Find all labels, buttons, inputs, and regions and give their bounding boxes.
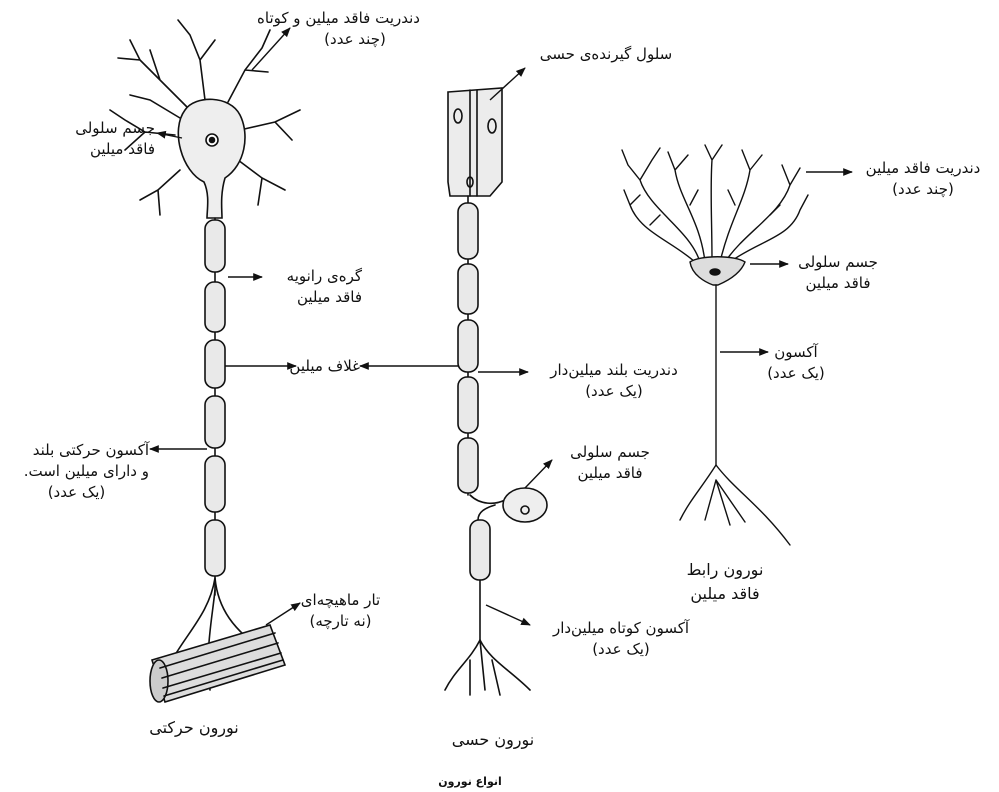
motor-neuron-title: نورون حرکتی [138, 718, 250, 737]
sensory-receptor-label: سلول گیرنده‌ی حسی [526, 44, 686, 65]
muscle-fiber [150, 625, 285, 702]
interneuron-cell-body-label: جسم سلولی فاقد میلین [788, 252, 888, 294]
motor-axon-label: آکسون حرکتی بلند و دارای میلین است. (یک … [4, 440, 149, 503]
muscle-fiber-label: تار ماهیچه‌ای (نه تارچه) [288, 590, 393, 632]
sensory-axon-label: آکسون کوتاه میلین‌دار (یک عدد) [530, 618, 712, 660]
motor-cell-body-label: جسم سلولی فاقد میلین [30, 118, 155, 160]
motor-dendrite-label: دندریت فاقد میلین و کوتاه (چند عدد) [290, 8, 420, 50]
sensory-dendrite-label: دندریت بلند میلین‌دار (یک عدد) [528, 360, 700, 402]
sensory-cell-body [503, 488, 547, 522]
interneuron-title-line1: نورون رابط [670, 558, 780, 582]
sensory-cell-body-label: جسم سلولی فاقد میلین [560, 442, 660, 484]
sensory-neuron-title: نورون حسی [438, 730, 548, 749]
interneuron-title-line2: فاقد میلین [670, 582, 780, 606]
interneuron-axon-label: آکسون (یک عدد) [756, 342, 836, 384]
node-of-ranvier-label: گره‌ی رانویه فاقد میلین [262, 266, 362, 308]
figure-caption: انواع نورون [420, 775, 520, 788]
myelin-sheath-label: غلاف میلین [296, 356, 360, 377]
interneuron-dendrites [622, 145, 808, 262]
sensory-receptor-cell [448, 88, 502, 196]
motor-cell-body [178, 99, 245, 218]
sensory-dendrite-myelin [458, 203, 478, 493]
interneuron-title: نورون رابط فاقد میلین [670, 558, 780, 606]
interneuron-dendrite-label: دندریت فاقد میلین (چند عدد) [852, 158, 994, 200]
